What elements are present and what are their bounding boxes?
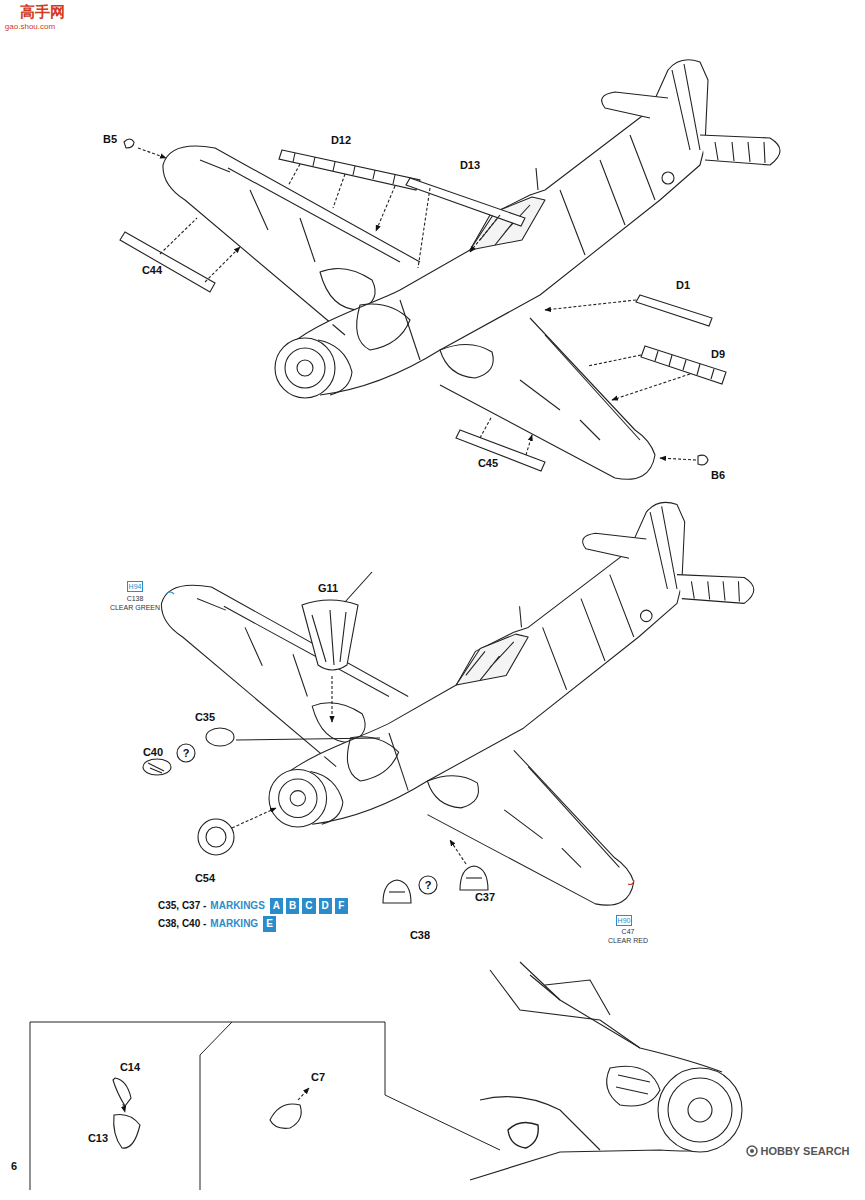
marking-letter: A (273, 901, 280, 911)
marking-note: MARKINGS (210, 901, 264, 911)
part-number: D13 (460, 160, 480, 171)
marking-letter: B (289, 901, 296, 911)
paint-code-box: H90 (616, 915, 633, 926)
marking-note: C35, C37 - (158, 901, 206, 911)
marking-letter-box: B (286, 898, 299, 914)
marking-letter-box: F (335, 898, 348, 914)
marking-letter-box: A (270, 898, 283, 914)
watermark: gao.shou.com (5, 23, 55, 31)
marking-letter-box: C (302, 898, 315, 914)
paint-code-box: H94 (127, 581, 144, 592)
paint-code: C47 (622, 928, 635, 935)
watermark: HOBBY SEARCH (760, 1146, 849, 1157)
part-number: C54 (195, 873, 215, 884)
part-number: C40 (143, 747, 163, 758)
part-number: C37 (475, 892, 495, 903)
part-number: D9 (711, 349, 725, 360)
part-number: C14 (120, 1062, 140, 1073)
part-number: C38 (410, 930, 430, 941)
watermark: 高手网 (20, 5, 65, 20)
paint-name: CLEAR RED (608, 937, 648, 944)
part-number: C45 (478, 458, 498, 469)
query-mark: ? (425, 880, 432, 891)
paint-code: H90 (618, 917, 631, 924)
marking-letter: C (305, 901, 312, 911)
paint-code: H94 (129, 583, 142, 590)
marking-letter-box: D (319, 898, 332, 914)
part-number: B6 (711, 470, 725, 481)
page-number: 6 (11, 1161, 17, 1172)
part-number: C13 (88, 1133, 108, 1144)
marking-note: C38, C40 - (158, 919, 206, 929)
part-number: C35 (195, 712, 215, 723)
marking-letter: D (322, 901, 329, 911)
query-mark: ? (183, 748, 190, 759)
part-number: C7 (311, 1072, 325, 1083)
part-number: G11 (318, 583, 338, 594)
marking-letter: F (338, 901, 344, 911)
part-number: B5 (103, 134, 117, 145)
paint-name: CLEAR GREEN (110, 604, 160, 611)
paint-code: C138 (127, 595, 144, 602)
marking-letter-box: E (263, 916, 276, 932)
part-number: D12 (331, 135, 351, 146)
part-number: C44 (142, 265, 162, 276)
part-number: D1 (676, 280, 690, 291)
marking-note: MARKING (210, 919, 258, 929)
marking-letter: E (266, 919, 273, 929)
